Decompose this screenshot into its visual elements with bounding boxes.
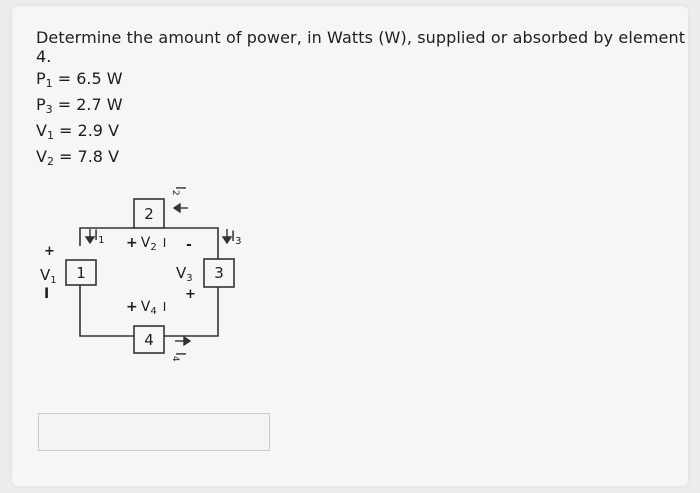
element-4-label: 4 bbox=[144, 331, 154, 349]
element-3-box bbox=[203, 258, 235, 288]
i2-label: I2 bbox=[170, 186, 187, 196]
element-1-label: 1 bbox=[76, 264, 86, 282]
given-v1: V1 = 2.9 V bbox=[36, 121, 120, 142]
answer-input[interactable] bbox=[38, 413, 270, 451]
i3-label: I3 bbox=[231, 229, 242, 247]
v1-minus-sign: I bbox=[44, 286, 49, 302]
element-4-box bbox=[133, 325, 165, 354]
given-p3: P3 = 2.7 W bbox=[36, 95, 123, 116]
v3-minus-sign: - bbox=[186, 237, 192, 253]
v1-label: V1 bbox=[40, 266, 57, 286]
i4-label: I4 bbox=[170, 352, 187, 362]
element-2-box bbox=[133, 198, 165, 229]
wire-left-bottom bbox=[79, 285, 134, 337]
i1-label: I1 bbox=[94, 228, 105, 246]
wire-left-top bbox=[79, 227, 134, 246]
question-text: Determine the amount of power, in Watts … bbox=[36, 28, 686, 66]
i4-arrow bbox=[175, 335, 192, 347]
v3-label: V3 bbox=[176, 264, 193, 284]
given-values: P1 = 6.5 W P3 = 2.7 W V1 = 2.9 V V2 = 7.… bbox=[36, 66, 123, 170]
i2-arrow bbox=[172, 202, 188, 214]
wire-right-bottom bbox=[164, 287, 219, 337]
wire-top-mid bbox=[164, 227, 219, 263]
element-1-box bbox=[65, 259, 97, 286]
v1-plus-sign: + bbox=[44, 244, 55, 259]
given-p1: P1 = 6.5 W bbox=[36, 69, 123, 90]
v3-plus-sign: + bbox=[185, 287, 196, 302]
i1-arrow bbox=[84, 229, 96, 245]
i3-arrow bbox=[221, 229, 233, 245]
given-v2: V2 = 7.8 V bbox=[36, 147, 120, 168]
question-card bbox=[12, 6, 688, 486]
element-2-label: 2 bbox=[144, 205, 154, 223]
element-3-label: 3 bbox=[214, 264, 224, 282]
